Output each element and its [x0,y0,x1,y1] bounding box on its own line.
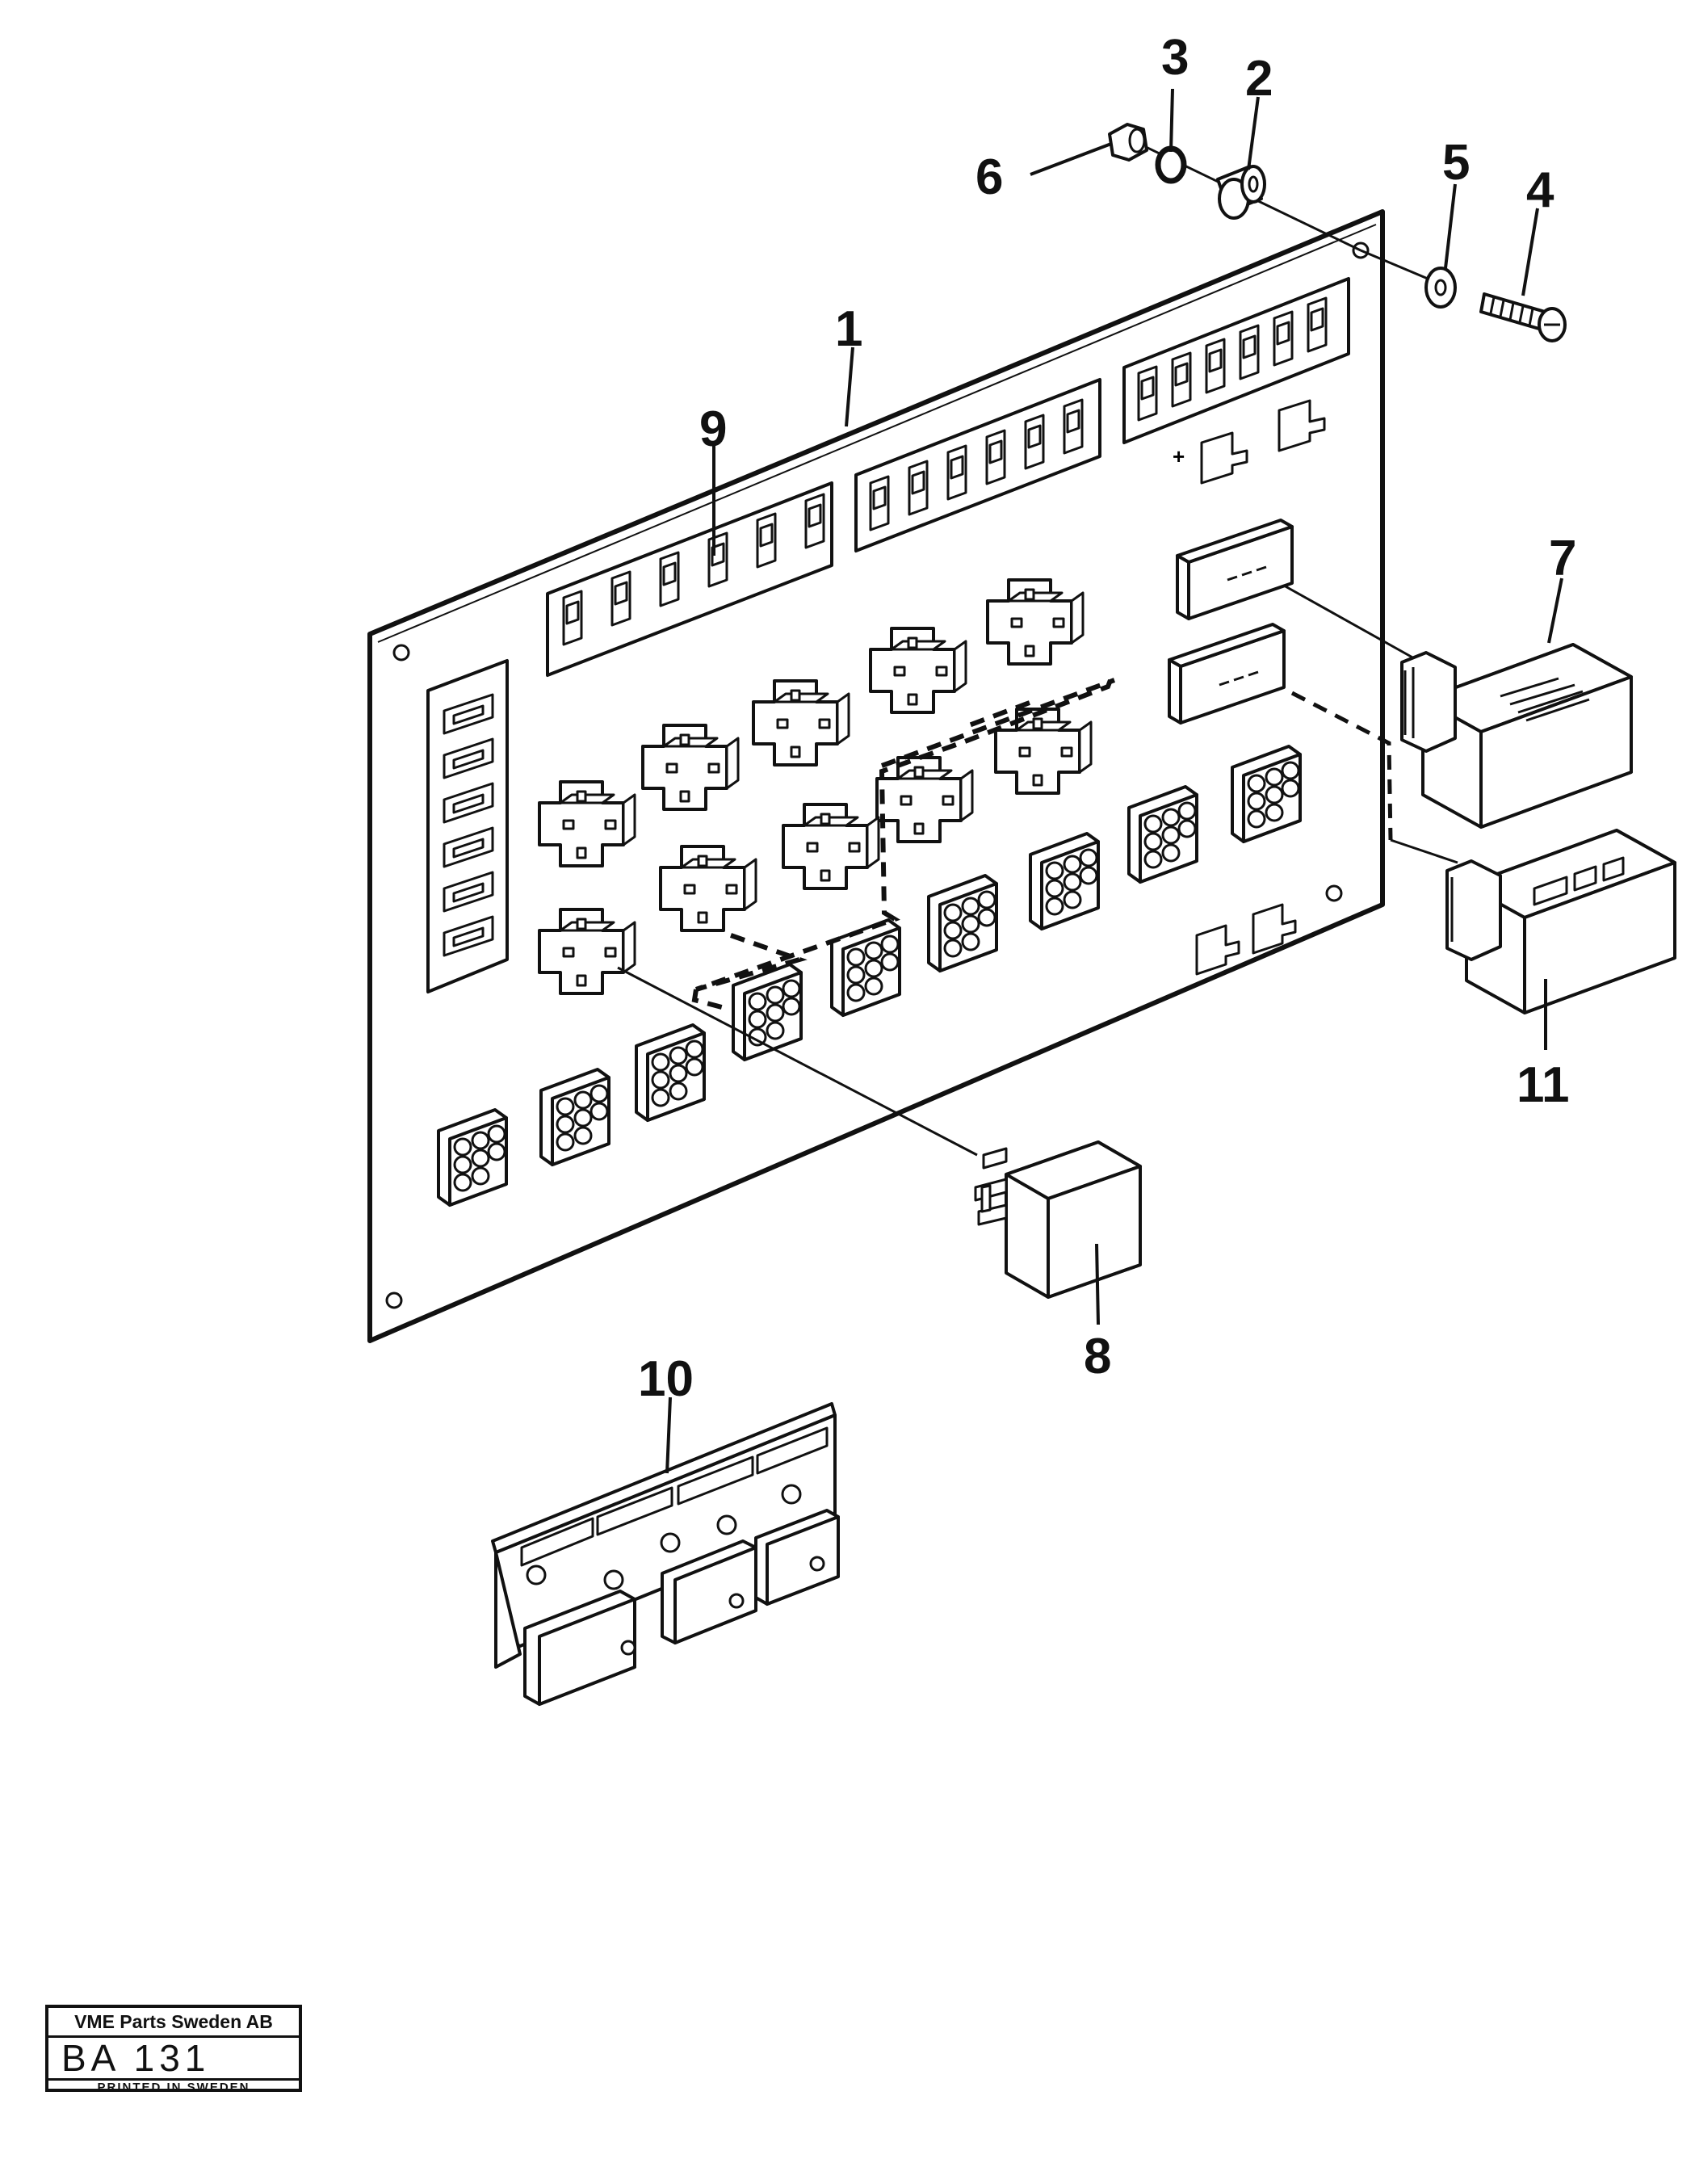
horizontal-fuse [443,782,494,824]
label-lines [1500,677,1590,722]
terminal-connectors-upper: + [1173,399,1326,485]
callout-7: 7 [1549,531,1576,586]
relay-pins [974,1147,1008,1226]
callout-2: 2 [1245,51,1273,107]
publisher-stamp: VME Parts Sweden AB BA 131 PRINTED IN SW… [45,2005,302,2094]
fuse-caps [523,1509,840,1706]
cross-relay-socket [659,845,757,932]
blade-fuse [946,444,967,501]
callout-5: 5 [1442,135,1470,191]
stamp-printed: PRINTED IN SWEDEN [97,2081,250,2094]
multi-pin-block [437,1108,508,1207]
relay-sockets [538,578,1093,995]
multi-pin-connectors [437,745,1302,1207]
callout-3: 3 [1161,30,1189,86]
callout-1: 1 [835,301,862,357]
nut-6 [1108,123,1148,162]
cross-relay-socket [641,724,740,811]
blade-fuse [659,551,680,607]
fuse-strip-top [520,1426,829,1567]
blade-fuse [610,570,631,627]
edge-connector-upper [1176,519,1294,620]
blade-fuse [908,460,929,516]
blade-fuse [985,429,1006,485]
spacer-2 [1216,165,1266,220]
cross-relay-socket [986,578,1085,666]
terminal-connectors-lower [1195,903,1297,976]
cross-relay-socket [869,627,967,714]
blade-fuse [1171,351,1192,408]
blade-fuse [562,590,583,646]
blade-fuse [707,531,728,588]
cross-relay-socket [538,908,636,995]
horizontal-fuse [443,693,494,735]
horizontal-fuse [443,737,494,779]
control-unit-11 [1290,691,1676,1014]
horizontal-fuse [443,871,494,913]
horizontal-fuse [443,915,494,957]
blade-fuse [869,475,890,531]
circuit-board [367,209,1385,1343]
blade-fuses [562,296,1328,646]
callout-4: 4 [1526,162,1554,218]
blade-fuse [756,512,777,569]
multi-pin-block [1029,832,1100,930]
callout-10: 10 [638,1351,694,1407]
blade-fuse [1307,296,1328,353]
callout-9: 9 [699,401,727,457]
control-unit-7 [1283,584,1633,829]
mounting-hardware [1108,123,1567,342]
dashed-circuit-paths [691,678,1116,1012]
horizontal-fuse [443,826,494,868]
leader-lines [665,88,1563,1474]
blade-fuse [1273,310,1294,367]
multi-pin-block [927,874,998,972]
washer-5 [1424,267,1457,309]
cross-relay-socket [875,756,974,843]
callout-labels: 1 2 3 4 5 6 7 8 9 10 11 [638,30,1576,1407]
blade-fuse [1063,398,1084,455]
blade-fuse [1205,338,1226,394]
multi-pin-block [1231,745,1302,843]
cross-relay-socket [752,679,850,766]
screw-4 [1479,292,1567,342]
multi-pin-block [635,1023,706,1122]
relay-8 [617,966,1142,1299]
stamp-company: VME Parts Sweden AB [48,2008,299,2038]
fuse-holder-10 [491,1402,840,1706]
stamp-code: BA 131 [48,2038,299,2081]
blade-fuse [1137,365,1158,422]
edge-connector-lower [1168,623,1286,724]
callout-6: 6 [975,149,1003,205]
callout-11: 11 [1517,1057,1570,1113]
washer-3 [1155,145,1187,184]
multi-pin-block [1127,785,1198,884]
left-fuse-strip [426,659,509,993]
multi-pin-block [830,918,901,1017]
callout-8: 8 [1084,1329,1111,1384]
window-marks [1533,856,1625,906]
cross-relay-socket [994,708,1093,795]
blade-fuse [1024,414,1045,470]
blade-fuse [1239,324,1260,380]
cross-relay-socket [782,803,880,890]
plus-label: + [1173,444,1185,468]
multi-pin-block [539,1068,610,1166]
cross-relay-socket [538,780,636,867]
blade-fuse [804,493,825,549]
